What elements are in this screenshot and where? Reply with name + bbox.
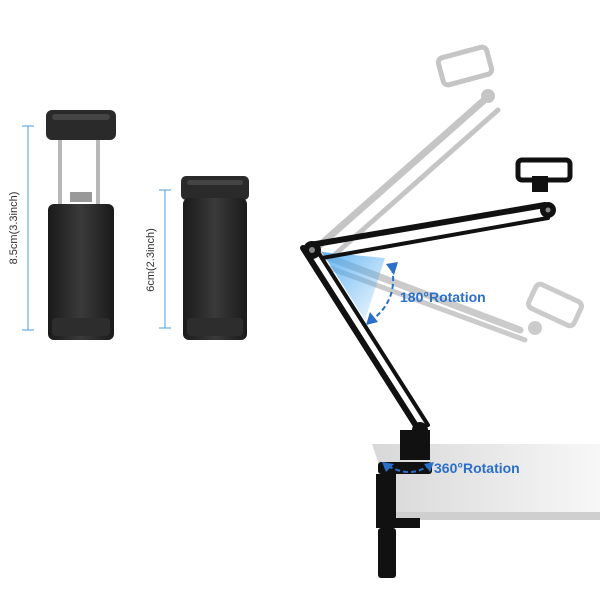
extended-dimension-label: 8.5cm(3.3inch) <box>8 192 20 265</box>
closed-dimension-label: 6cm(2.3inch) <box>145 228 157 292</box>
ghost-arm-upper <box>316 44 501 260</box>
closed-dimension-marker: 6cm(2.3inch) <box>145 189 171 329</box>
base-rotation-label: 360°Rotation <box>434 460 520 476</box>
extended-phone-holder <box>46 110 116 340</box>
closed-phone-holder <box>181 176 249 340</box>
arm-rotation-indicator: 180°Rotation <box>366 262 486 325</box>
base-rotation-indicator: 360°Rotation <box>382 460 520 476</box>
table-surface <box>372 444 600 520</box>
extended-dimension-marker: 8.5cm(3.3inch) <box>8 125 34 331</box>
main-arm <box>300 157 573 460</box>
arm-rotation-label: 180°Rotation <box>400 289 486 305</box>
rotation-sweep-area <box>322 252 385 320</box>
circular-arrow-icon <box>387 465 429 473</box>
